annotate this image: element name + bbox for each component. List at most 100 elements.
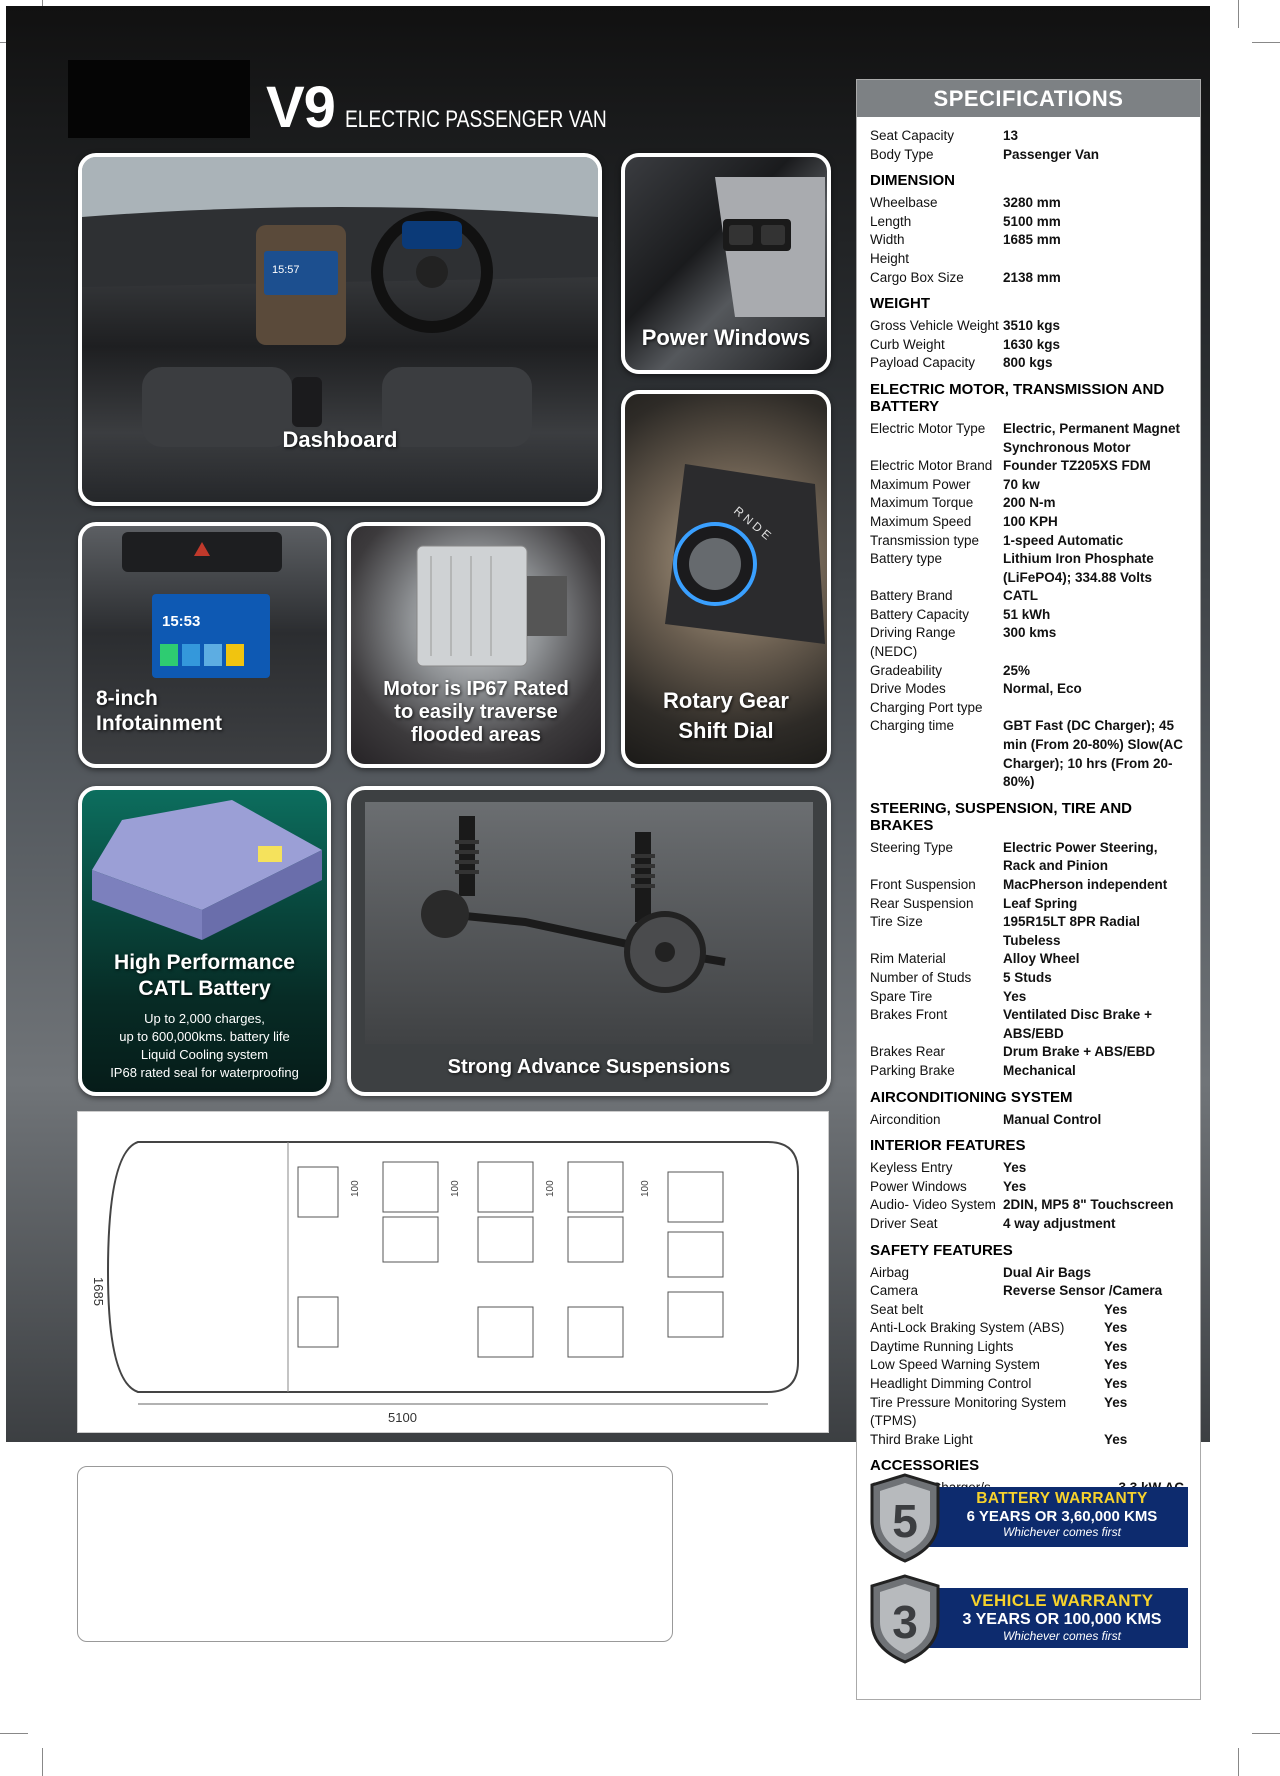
vehicle-warranty-badge: VEHICLE WARRANTY 3 YEARS OR 100,000 KMS …	[868, 1574, 1188, 1664]
left-knuckle	[421, 890, 469, 938]
seat	[382, 1161, 439, 1213]
spec-label: Third Brake Light	[870, 1431, 973, 1447]
length-dimension: 5100	[388, 1410, 417, 1425]
switch-left	[729, 225, 753, 245]
van-outline	[106, 1141, 799, 1393]
rotary-gear-caption-line2: Shift Dial	[678, 718, 774, 743]
dashboard-illustration: 15:57	[82, 157, 598, 447]
app-icon	[160, 644, 178, 666]
spec-value: CATL	[1003, 588, 1038, 604]
spec-value: Passenger Van	[1003, 146, 1100, 162]
spec-label: Body Type	[870, 146, 934, 162]
spec-value: 3510 kgs	[1003, 318, 1061, 334]
page-title: V9 ELECTRIC PASSENGER VAN	[266, 74, 672, 141]
spec-value: 2138 mm	[1003, 269, 1061, 285]
motor-caption-line3: flooded areas	[410, 724, 542, 746]
battery-pack-side	[92, 870, 202, 940]
spec-value: Leaf Spring	[1003, 895, 1078, 911]
spec-label: Camera	[870, 1283, 919, 1299]
spec-label: Charging time	[870, 718, 955, 734]
spec-value: 1685 mm	[1003, 232, 1061, 248]
spec-label: Maximum Power	[870, 476, 971, 492]
crop-mark	[1252, 1733, 1280, 1734]
driver-seat	[297, 1166, 339, 1218]
passenger-seat	[297, 1296, 339, 1348]
floor-plan-drawing: 100 100 100 100 1685 5100	[91, 1141, 799, 1425]
notes-box	[77, 1466, 673, 1642]
section-title-motor: ELECTRIC MOTOR, TRANSMISSION AND BATTERY	[870, 380, 1165, 415]
spec-value: Yes	[1003, 1160, 1027, 1176]
motor-illustration	[416, 545, 567, 667]
seat	[477, 1306, 534, 1358]
battery-pack-top	[92, 800, 322, 910]
spec-value: Yes	[1003, 988, 1027, 1004]
vehicle-warranty-years: 3	[892, 1596, 918, 1648]
spec-value: 51 kWh	[1003, 606, 1051, 622]
spec-value: 300 kms	[1003, 625, 1057, 641]
app-icon	[226, 644, 244, 666]
hazard-button	[194, 542, 210, 556]
spec-value: GBT Fast (DC Charger); 45 min (From 20-8…	[1003, 718, 1184, 790]
suspension-image	[365, 802, 813, 1044]
spec-label: Number of Studs	[870, 969, 972, 985]
seat	[382, 1216, 439, 1263]
battery-photo: High Performance CATL Battery Up to 2,00…	[78, 786, 331, 1096]
spec-label: Electric Motor Brand	[870, 458, 993, 474]
right-seat	[382, 367, 532, 447]
spec-label: Gross Vehicle Weight	[870, 318, 999, 334]
spec-label: Airbag	[870, 1264, 910, 1280]
spec-label: Electric Motor Type	[870, 420, 986, 436]
spec-label: Tire Size	[870, 914, 923, 930]
suspension-caption: Strong Advance Suspensions	[447, 1056, 731, 1078]
battery-bullet: up to 600,000kms. battery life	[119, 1029, 290, 1044]
section-title-dimension: DIMENSION	[870, 172, 956, 190]
section-title-aircon: AIRCONDITIONING SYSTEM	[870, 1088, 1073, 1106]
battery-warranty-box: BATTERY WARRANTY 6 YEARS OR 3,60,000 KMS…	[918, 1487, 1188, 1547]
spec-row: Tire Pressure Monitoring System (TPMS)Ye…	[870, 1394, 1184, 1431]
spec-label: Spare Tire	[870, 988, 933, 1004]
infotainment-caption: 8-inch Infotainment	[96, 686, 222, 736]
spec-value: Yes	[1104, 1394, 1128, 1410]
spec-label: Gradeability	[870, 662, 943, 678]
spec-label: Battery Capacity	[870, 606, 970, 622]
logo-placeholder	[68, 60, 250, 138]
crop-mark	[1238, 0, 1239, 28]
rotary-gear-caption-line1: Rotary Gear	[663, 688, 789, 713]
spec-label: Rim Material	[870, 951, 946, 967]
spec-label: Front Suspension	[870, 877, 976, 892]
dial-knob	[689, 538, 741, 590]
spec-label: Brakes Front	[870, 1007, 948, 1023]
infotainment-illustration: 15:53	[122, 532, 282, 678]
specifications-title: SPECIFICATIONS	[857, 80, 1200, 117]
wheel-hub	[655, 942, 675, 962]
infotainment-clock: 15:53	[162, 613, 200, 630]
spec-label: Seat belt	[870, 1301, 924, 1317]
rotary-dial-illustration: R N D E	[665, 464, 825, 644]
spec-label: Rear Suspension	[870, 895, 974, 911]
spec-label: Low Speed Warning System	[870, 1357, 1040, 1373]
spec-label: Width	[870, 232, 905, 248]
spec-label: Battery Brand	[870, 588, 953, 604]
spec-label: Length	[870, 213, 912, 229]
spec-value: 70 kw	[1003, 476, 1040, 492]
seat-dimension: 100	[350, 1180, 361, 1197]
seat	[477, 1161, 534, 1213]
battery-warranty-title: BATTERY WARRANTY	[976, 1490, 1148, 1507]
battery-bullet: Liquid Cooling system	[140, 1047, 269, 1062]
app-icon	[182, 644, 200, 666]
